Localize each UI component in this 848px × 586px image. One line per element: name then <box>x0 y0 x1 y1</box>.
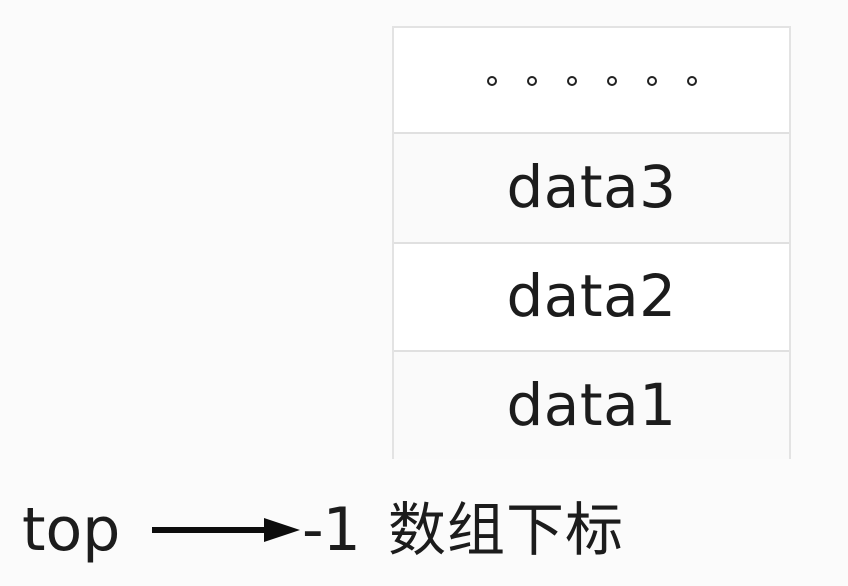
ellipsis-dot-icon <box>566 76 577 86</box>
stack-row-ellipsis <box>394 28 789 134</box>
top-pointer-annotation: top -1 数组下标 <box>0 484 848 576</box>
top-pointer-label: top <box>22 495 121 565</box>
ellipsis-dot-icon <box>646 76 657 86</box>
ellipsis-dot-icon <box>526 76 537 86</box>
stack-row: data1 <box>394 352 789 459</box>
ellipsis-dot-icon <box>486 76 497 86</box>
stack-cell-label: data2 <box>506 262 677 330</box>
ellipsis-dot-icon <box>686 76 697 86</box>
stack-cell-label: data3 <box>506 153 677 221</box>
stack-row: data2 <box>394 244 789 352</box>
ellipsis-dot-icon <box>606 76 617 86</box>
array-index-caption: 数组下标 <box>388 496 625 564</box>
stack-array-diagram: data3 data2 data1 <box>392 26 791 459</box>
stack-cell-label: data1 <box>506 370 677 439</box>
top-pointer-value: -1 <box>302 495 361 565</box>
stack-row: data3 <box>394 134 789 244</box>
ellipsis-dots-icon <box>486 76 697 86</box>
right-arrow-icon <box>152 518 300 542</box>
